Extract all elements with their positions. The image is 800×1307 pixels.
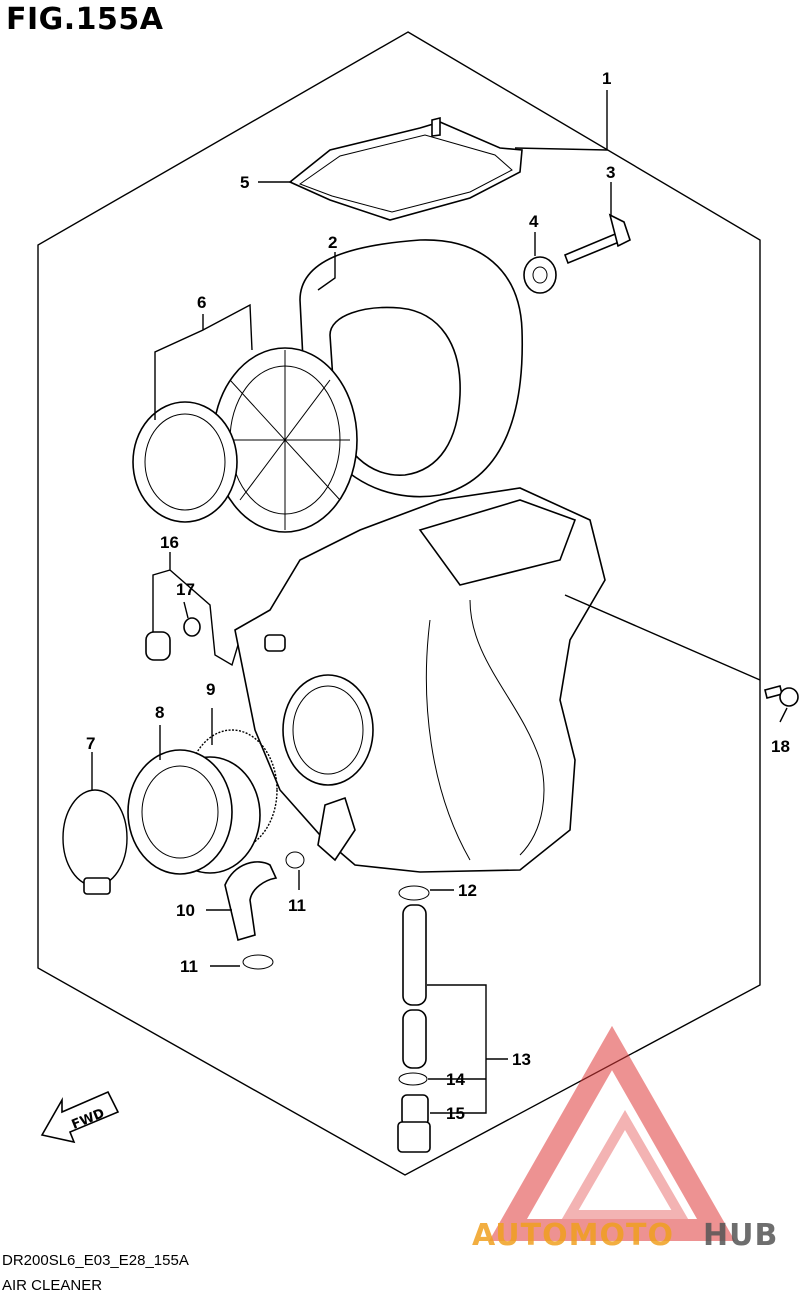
callout-8: 8 (155, 703, 164, 722)
callout-7: 7 (86, 734, 95, 753)
part-18-screw (764, 685, 799, 707)
callout-15: 15 (446, 1104, 465, 1123)
callout-14: 14 (446, 1070, 465, 1089)
part-12-ring (398, 885, 430, 901)
part-11-clip (242, 851, 305, 970)
callout-16: 16 (160, 533, 179, 552)
callout-11a: 11 (288, 896, 306, 915)
fwd-arrow-icon: FWD (40, 1090, 120, 1144)
callout-3: 3 (606, 163, 615, 182)
callout-2: 2 (328, 233, 337, 252)
part-3-wing-bolt (563, 213, 631, 265)
part-13-drain-tube (402, 904, 427, 1069)
figure-title: FIG.155A (6, 2, 164, 37)
callout-5: 5 (240, 173, 249, 192)
part-8-outlet-tube (127, 749, 261, 875)
watermark-text: AUTOMOTO HUB (472, 1218, 778, 1253)
part-17-clip (183, 617, 201, 637)
callout-9: 9 (206, 680, 215, 699)
part-15-drain-plug (397, 1094, 431, 1153)
callout-11b: 11 (180, 957, 198, 976)
diagram-caption: AIR CLEANER (2, 1277, 103, 1294)
part-5-cover-plate (288, 116, 523, 221)
callout-labels: 1 2 3 4 5 6 7 8 9 10 11 11 12 13 14 15 1… (86, 69, 790, 1123)
air-cleaner-case (234, 487, 606, 873)
diagram-code: DR200SL6_E03_E28_155A (2, 1252, 189, 1269)
callout-13: 13 (512, 1050, 531, 1069)
part-4-grommet (523, 256, 557, 294)
callout-17: 17 (176, 580, 195, 599)
part-7-clamp (62, 789, 128, 895)
callout-1: 1 (602, 69, 611, 88)
part-10-drain-hose (224, 861, 278, 942)
watermark-logo-icon (489, 1025, 735, 1241)
part-14-ring (398, 1072, 428, 1086)
callout-4: 4 (529, 212, 539, 231)
leader-lines (91, 90, 788, 1114)
part-6-filter-cage (132, 347, 358, 533)
callout-10: 10 (176, 901, 195, 920)
callout-18: 18 (771, 737, 790, 756)
watermark-word-2: HUB (703, 1218, 778, 1253)
diagram-frame (37, 31, 761, 1176)
watermark-word-1: AUTOMOTO (472, 1218, 674, 1253)
part-16-plug (145, 631, 171, 661)
callout-6: 6 (197, 293, 206, 312)
callout-12: 12 (458, 881, 477, 900)
